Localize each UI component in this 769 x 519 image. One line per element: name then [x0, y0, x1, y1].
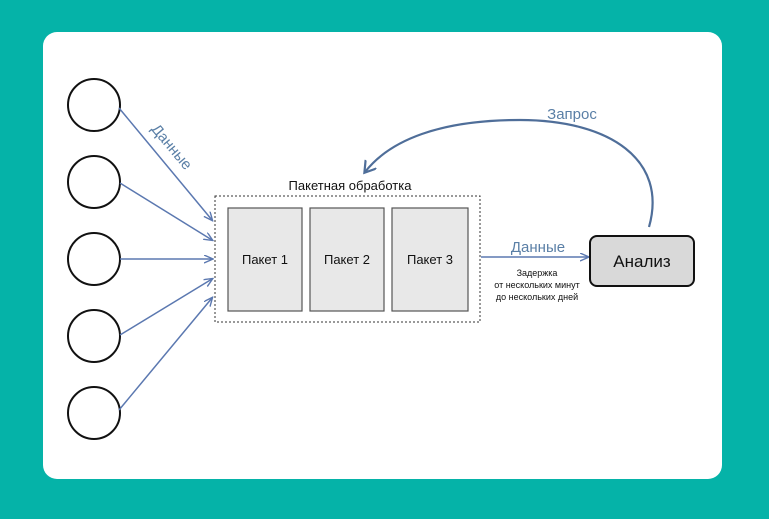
output-data-label: Данные	[511, 239, 565, 256]
source-arrow-2	[119, 182, 212, 240]
batch-box-2	[309, 207, 385, 312]
request-arrow	[365, 118, 654, 228]
data-source-circle-3	[67, 232, 121, 286]
delay-line-3: до нескольких дней	[496, 292, 578, 302]
data-source-circle-5	[67, 386, 121, 440]
analysis-box	[589, 235, 695, 287]
delay-line-2: от нескольких минут	[494, 280, 579, 290]
request-label: Запрос	[547, 106, 597, 123]
data-source-circle-2	[67, 155, 121, 209]
data-source-circle-4	[67, 309, 121, 363]
batch-box-1	[227, 207, 303, 312]
batch-label-2: Пакет 2	[324, 252, 370, 267]
data-source-circle-1	[67, 78, 121, 132]
sources-data-label: Данные	[148, 121, 196, 173]
batch-box-3	[391, 207, 469, 312]
source-arrow-4	[119, 279, 212, 336]
delay-line-1: Задержка	[517, 268, 558, 278]
analysis-label: Анализ	[613, 252, 671, 271]
source-arrow-1	[118, 107, 212, 220]
batch-label-1: Пакет 1	[242, 252, 288, 267]
source-arrow-5	[118, 298, 212, 411]
batch-label-3: Пакет 3	[407, 252, 453, 267]
batch-processing-title: Пакетная обработка	[289, 178, 413, 193]
